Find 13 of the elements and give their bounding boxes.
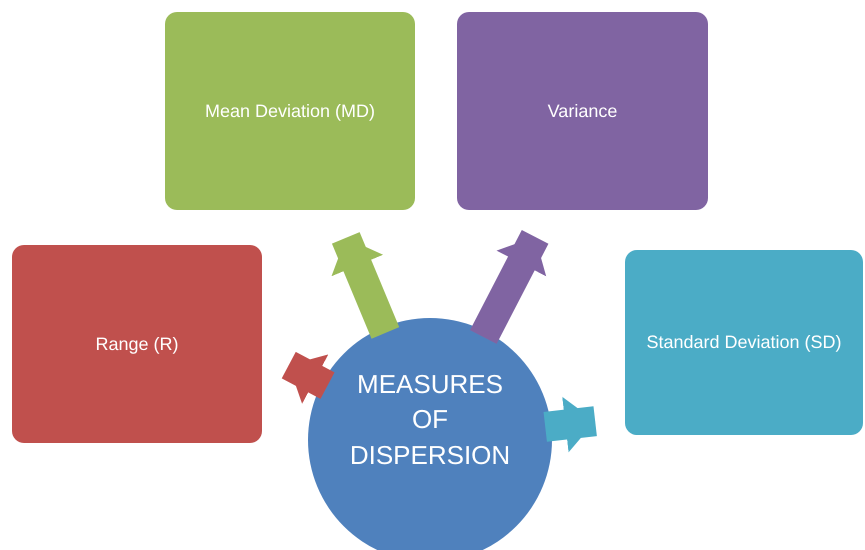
category-box	[165, 12, 415, 210]
block-arrow	[282, 352, 335, 404]
category-box	[457, 12, 708, 210]
block-arrow	[331, 232, 400, 339]
box-label: Standard Deviation (SD)	[646, 331, 842, 354]
block-arrow	[544, 396, 597, 452]
circle-label: MEASURES OF DISPERSION	[348, 368, 512, 472]
box-label: Variance	[548, 100, 618, 122]
box-label: Mean Deviation (MD)	[204, 100, 376, 123]
box-label: Range (R)	[95, 332, 179, 356]
block-arrow	[470, 230, 548, 344]
category-box	[12, 245, 262, 443]
category-box	[625, 250, 863, 435]
